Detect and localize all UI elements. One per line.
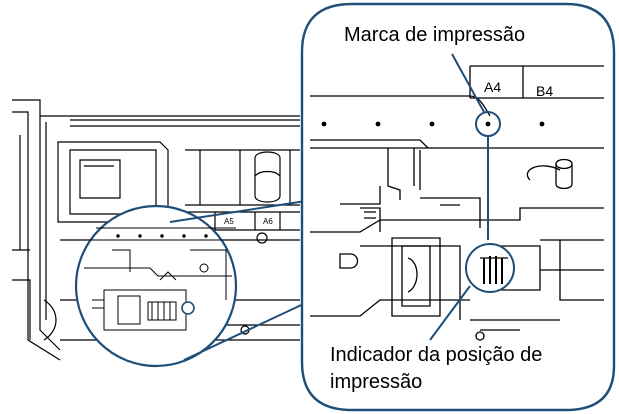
indicator-label-line1: Indicador da posição de bbox=[330, 344, 543, 366]
zoomed-scale-label: A4 bbox=[484, 79, 501, 95]
indicator-label-line2: impressão bbox=[330, 371, 423, 393]
magnifier-circle bbox=[74, 204, 238, 368]
overview-scale-label: A6 bbox=[263, 217, 273, 226]
zoom-callout: A4 B4 bbox=[300, 2, 616, 412]
indicator-highlight bbox=[465, 243, 515, 293]
magnified-mechanism-small bbox=[80, 227, 236, 331]
print-mark-label: Marca de impressão bbox=[344, 24, 526, 46]
overview-scale-label: A5 bbox=[224, 217, 234, 226]
print-position-indicator-label: Indicador da posição de impressão bbox=[330, 342, 542, 396]
print-mark-dots bbox=[321, 121, 545, 127]
mark-leader-line bbox=[451, 53, 485, 113]
indicator-leader-line bbox=[429, 285, 471, 341]
magnified-mechanism bbox=[310, 65, 604, 341]
zoomed-scale-label: B4 bbox=[536, 83, 553, 99]
zoom-connectors bbox=[169, 199, 313, 361]
